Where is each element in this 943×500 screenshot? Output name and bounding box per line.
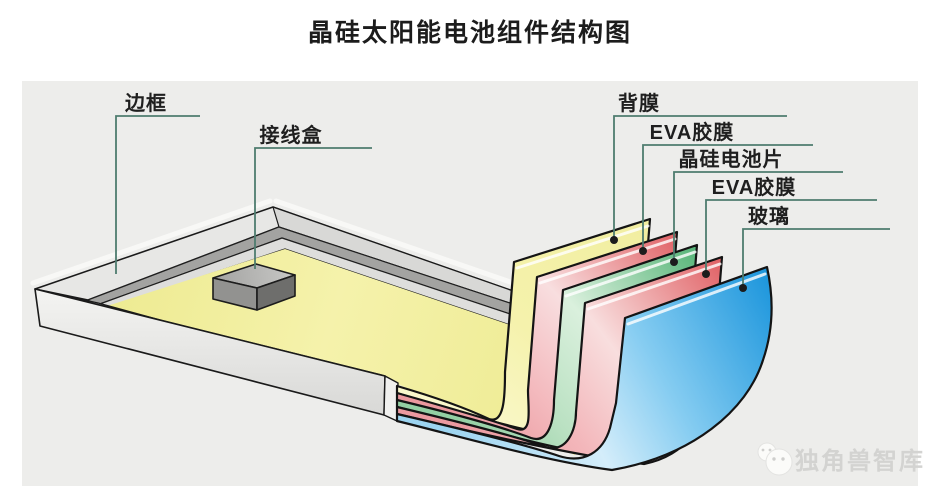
layer-sheet-glass (395, 265, 773, 472)
label-silicon-cell: 晶硅电池片 (679, 148, 784, 171)
watermark: 独角兽智库 (757, 442, 925, 476)
label-eva-top: EVA胶膜 (650, 120, 735, 144)
leader-lines (115, 115, 890, 285)
watermark-text: 独角兽智库 (795, 447, 925, 475)
label-junction-box: 接线盒 (260, 123, 323, 147)
leader-silicon-cell (673, 171, 843, 259)
sheet-edge-highlights (515, 224, 767, 326)
leader-dots (610, 236, 747, 292)
label-glass: 玻璃 (748, 204, 790, 228)
leader-eva-top (642, 144, 813, 248)
diagram-title: 晶硅太阳能电池组件结构图 (308, 18, 632, 47)
dot-silicon-cell (670, 258, 678, 266)
leader-frame (115, 115, 200, 274)
leader-junction-box (254, 147, 372, 269)
leader-glass (742, 228, 890, 285)
dot-eva-bottom (702, 270, 710, 278)
frame-chamfer-highlight-left (30, 198, 273, 286)
leader-eva-bottom (705, 199, 877, 271)
junction-box (212, 263, 296, 311)
leader-back-sheet (613, 115, 787, 237)
frame-chamfer-highlight-back (273, 198, 519, 287)
label-frame: 边框 (124, 91, 167, 115)
label-eva-bottom: EVA胶膜 (712, 175, 797, 199)
dot-glass (739, 284, 747, 292)
dot-eva-top (639, 247, 647, 255)
label-back-sheet: 背膜 (618, 91, 660, 115)
dot-back-sheet (610, 236, 618, 244)
junction-box-right-face (256, 274, 296, 311)
wechat-bubbles-icon (757, 442, 793, 476)
